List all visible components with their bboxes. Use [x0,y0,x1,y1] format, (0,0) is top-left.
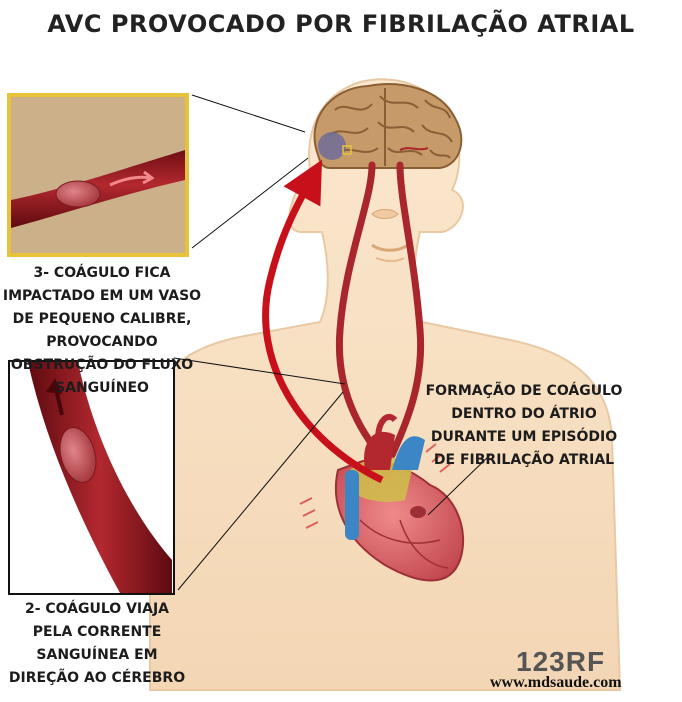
watermark-url: www.mdsaude.com [490,674,622,692]
caption-clot-impacted: 3- COÁGULO FICA IMPACTADO EM UM VASO DE … [2,262,202,400]
brain [315,84,462,168]
caption-clot-travels: 2- COÁGULO VIAJA PELA CORRENTE SANGUÍNEA… [8,598,186,690]
inset-clot-impacted [9,95,187,255]
caption-clot-formation: FORMAÇÃO DE COÁGULO DENTRO DO ÁTRIO DURA… [418,380,630,472]
